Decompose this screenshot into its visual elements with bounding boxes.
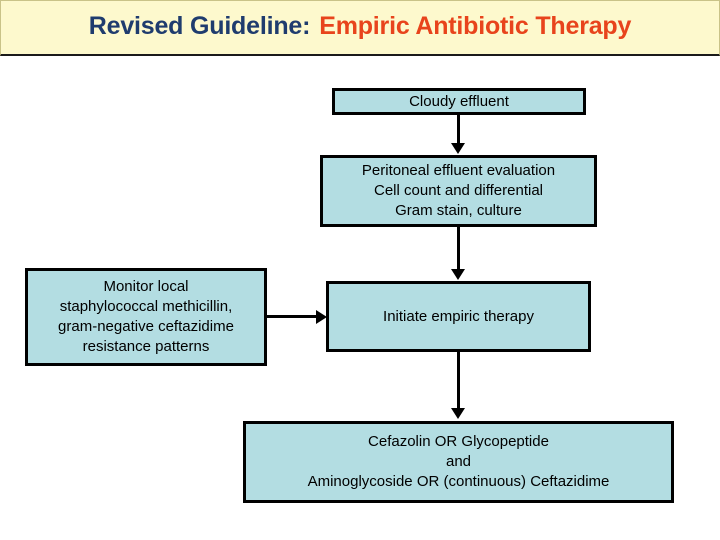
connector-cloudy-to-evaluation-line (457, 115, 460, 145)
flow-box-line: Initiate empiric therapy (383, 307, 534, 325)
flow-box-effluent-evaluation: Peritoneal effluent evaluation Cell coun… (320, 155, 597, 227)
connector-monitor-to-initiate-arrowhead-icon (316, 310, 327, 324)
page-title-prefix: Revised Guideline: (88, 12, 311, 40)
flow-box-line: Cell count and differential (374, 182, 543, 200)
page-title-highlight: Empiric Antibiotic Therapy (319, 12, 632, 40)
flow-box-line: Aminoglycoside OR (continuous) Ceftazidi… (307, 472, 610, 490)
flow-box-line: Cloudy effluent (409, 92, 509, 110)
flow-box-line: Monitor local (103, 278, 189, 296)
page-title: Revised Guideline: Empiric Antibiotic The… (88, 12, 632, 40)
connector-evaluation-to-initiate-arrowhead-icon (451, 269, 465, 280)
flow-box-line: staphylococcal methicillin, (59, 298, 233, 316)
flow-box-line: gram-negative ceftazidime (58, 318, 234, 335)
connector-monitor-to-initiate-line (267, 315, 317, 318)
connector-initiate-to-regimen-line (457, 352, 460, 410)
connector-evaluation-to-initiate-line (457, 227, 460, 270)
connector-cloudy-to-evaluation-arrowhead-icon (451, 143, 465, 154)
flow-box-line: Gram stain, culture (395, 201, 522, 219)
flow-box-line: Peritoneal effluent evaluation (361, 162, 556, 180)
flow-box-initiate-therapy: Initiate empiric therapy (326, 281, 591, 352)
flow-box-line: Cefazolin OR Glycopeptide (368, 433, 549, 451)
flow-box-line: resistance patterns (82, 337, 210, 355)
flow-box-monitor-resistance: Monitor local staphylococcal methicillin… (25, 268, 267, 366)
flow-box-line: and (445, 453, 472, 471)
connector-initiate-to-regimen-arrowhead-icon (451, 408, 465, 419)
flow-box-drug-regimen: Cefazolin OR Glycopeptide and Aminoglyco… (243, 421, 674, 503)
title-banner: Revised Guideline: Empiric Antibiotic The… (0, 0, 720, 56)
flow-box-cloudy-effluent: Cloudy effluent (332, 88, 586, 115)
